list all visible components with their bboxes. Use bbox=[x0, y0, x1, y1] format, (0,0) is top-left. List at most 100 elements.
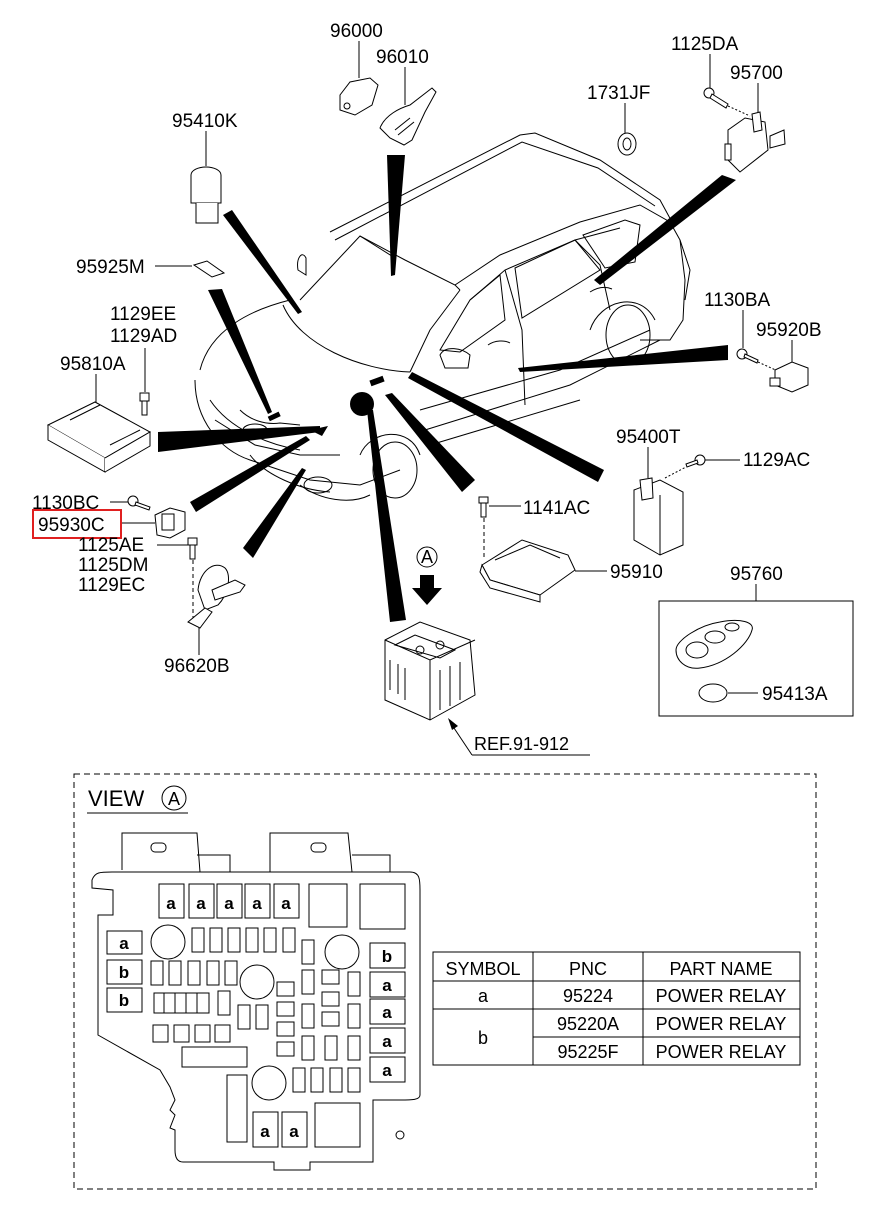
mount-blob bbox=[350, 392, 374, 416]
svg-text:POWER RELAY: POWER RELAY bbox=[656, 1014, 787, 1034]
part-96620B[interactable]: 96620B bbox=[164, 564, 246, 677]
part-95920B[interactable]: 95920B bbox=[756, 320, 822, 393]
svg-text:a: a bbox=[281, 894, 291, 913]
svg-text:95920B: 95920B bbox=[756, 320, 822, 341]
svg-text:96620B: 96620B bbox=[164, 656, 230, 677]
relay-row-top: a a a a a bbox=[158, 883, 406, 930]
svg-text:95925M: 95925M bbox=[76, 257, 145, 278]
relay-row-bottom: a a bbox=[226, 1074, 361, 1148]
svg-text:a: a bbox=[382, 1003, 392, 1022]
icon-coin-battery bbox=[698, 683, 728, 703]
svg-text:1731JF: 1731JF bbox=[587, 83, 650, 104]
icon-sensor bbox=[339, 77, 379, 116]
svg-text:1129AC: 1129AC bbox=[743, 450, 810, 471]
mount-mark bbox=[310, 426, 328, 436]
svg-text:95760: 95760 bbox=[730, 564, 783, 585]
part-1129EE-1129AD[interactable]: 1129EE 1129AD bbox=[110, 304, 177, 416]
pointer-95925M bbox=[208, 289, 272, 414]
part-1125DA[interactable]: 1125DA bbox=[671, 34, 751, 117]
svg-text:95220A: 95220A bbox=[557, 1014, 619, 1034]
part-95700[interactable]: 95700 bbox=[724, 63, 786, 173]
part-95910[interactable]: 95910 bbox=[479, 539, 663, 603]
svg-text:96010: 96010 bbox=[376, 47, 429, 68]
part-95413A[interactable]: 95413A bbox=[698, 683, 828, 705]
header-symbol: SYMBOL bbox=[445, 959, 520, 979]
svg-text:1129AD: 1129AD bbox=[110, 326, 177, 347]
part-95925M[interactable]: 95925M bbox=[76, 257, 226, 278]
svg-text:b: b bbox=[119, 963, 129, 982]
svg-text:a: a bbox=[382, 1061, 392, 1080]
svg-text:1125AE: 1125AE bbox=[78, 535, 144, 556]
kit-box bbox=[658, 600, 854, 717]
svg-text:1130BC: 1130BC bbox=[32, 493, 99, 514]
svg-text:POWER RELAY: POWER RELAY bbox=[656, 1042, 787, 1062]
part-1130BA[interactable]: 1130BA bbox=[704, 290, 781, 373]
part-95810A[interactable]: 95810A bbox=[46, 354, 152, 473]
svg-text:1130BA: 1130BA bbox=[704, 290, 771, 311]
mount-mark bbox=[267, 411, 281, 422]
part-95410K[interactable]: 95410K bbox=[172, 111, 238, 224]
svg-text:VIEW: VIEW bbox=[88, 786, 144, 811]
svg-text:1129EC: 1129EC bbox=[78, 575, 145, 596]
svg-text:1129EE: 1129EE bbox=[110, 304, 176, 325]
pointer-95700 bbox=[594, 175, 736, 285]
header-part-name: PART NAME bbox=[669, 959, 772, 979]
svg-text:1141AC: 1141AC bbox=[523, 498, 590, 519]
svg-text:95700: 95700 bbox=[730, 63, 783, 84]
part-1731JF[interactable]: 1731JF bbox=[587, 83, 650, 156]
part-fuse-box[interactable] bbox=[384, 621, 476, 721]
svg-text:a: a bbox=[478, 986, 489, 1006]
part-1141AC[interactable]: 1141AC bbox=[478, 496, 590, 560]
pointer-95920B bbox=[518, 345, 728, 372]
callout-pointers bbox=[158, 155, 736, 622]
svg-text:a: a bbox=[224, 894, 234, 913]
svg-text:b: b bbox=[478, 1028, 488, 1048]
icon-horn bbox=[197, 564, 229, 611]
pointer-95910 bbox=[385, 393, 475, 492]
part-96000[interactable]: 96000 bbox=[330, 21, 383, 116]
table-row: b 95220A POWER RELAY bbox=[478, 1014, 786, 1048]
part-1129AC[interactable]: 1129AC bbox=[664, 450, 810, 479]
svg-text:b: b bbox=[382, 947, 392, 966]
svg-text:95413A: 95413A bbox=[762, 684, 828, 705]
legend-table: SYMBOL PNC PART NAME a 95224 POWER RELAY… bbox=[432, 951, 801, 1066]
icon-sensor bbox=[154, 507, 186, 539]
ref-label[interactable]: REF.91-912 bbox=[448, 718, 590, 756]
pointer-95810A bbox=[158, 426, 320, 452]
fuse-slots bbox=[150, 927, 361, 1093]
pointer-fuse-box bbox=[367, 410, 406, 622]
pointer-95410K bbox=[223, 210, 302, 314]
svg-text:a: a bbox=[382, 1032, 392, 1051]
svg-text:a: a bbox=[260, 1122, 270, 1141]
svg-text:a: a bbox=[196, 894, 206, 913]
mount-mark bbox=[369, 375, 385, 387]
svg-text:95410K: 95410K bbox=[172, 111, 238, 132]
view-a-panel: VIEW A a a a a a a b b b a a a bbox=[73, 773, 817, 1190]
table-row: 95225F POWER RELAY bbox=[557, 1042, 786, 1062]
relay-col-right: b a a a a bbox=[369, 942, 406, 1083]
part-95930C[interactable]: 95930C bbox=[32, 507, 186, 539]
icon-bracket bbox=[379, 87, 437, 146]
header-pnc: PNC bbox=[569, 959, 607, 979]
svg-text:A: A bbox=[168, 789, 180, 809]
part-95760[interactable]: 95760 bbox=[658, 564, 854, 717]
svg-text:95225F: 95225F bbox=[557, 1042, 618, 1062]
arrow-down-icon bbox=[412, 575, 442, 605]
svg-text:96000: 96000 bbox=[330, 21, 383, 42]
fuse-box-outline bbox=[91, 832, 421, 1171]
svg-text:1125DM: 1125DM bbox=[78, 555, 148, 576]
part-95400T[interactable]: 95400T bbox=[616, 427, 684, 556]
svg-text:A: A bbox=[421, 547, 433, 567]
part-96010[interactable]: 96010 bbox=[376, 47, 437, 146]
svg-text:a: a bbox=[252, 894, 262, 913]
pointer-95400T bbox=[408, 372, 604, 482]
svg-text:95400T: 95400T bbox=[616, 427, 681, 448]
svg-text:a: a bbox=[119, 934, 129, 953]
part-1130BC[interactable]: 1130BC bbox=[32, 493, 151, 514]
svg-text:b: b bbox=[119, 991, 129, 1010]
svg-text:95910: 95910 bbox=[610, 562, 663, 583]
pointer-95930C bbox=[190, 436, 310, 512]
part-1125AE-1125DM-1129EC[interactable]: 1125AE 1125DM 1129EC bbox=[78, 535, 198, 620]
relay-col-left: a b b bbox=[106, 930, 143, 1013]
view-a-frame bbox=[73, 773, 817, 1190]
